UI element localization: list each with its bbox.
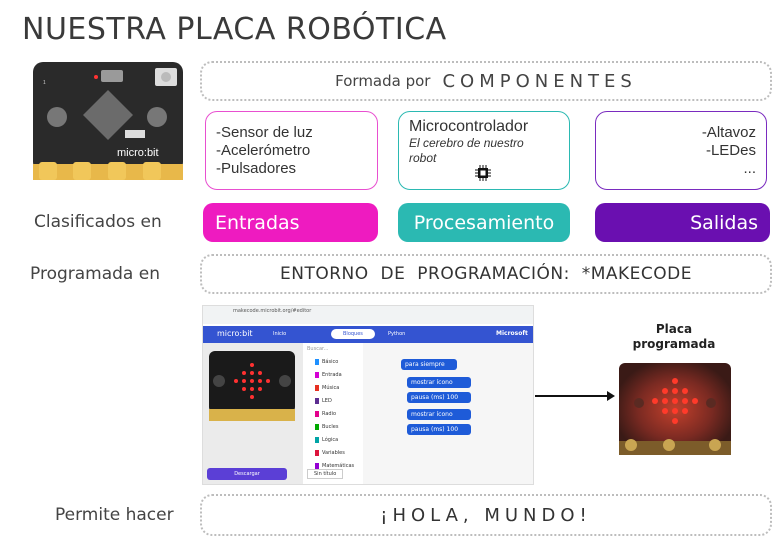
processing-title: Microcontrolador (409, 118, 529, 135)
category-loops[interactable]: Bucles (315, 424, 338, 430)
workspace: para siempre mostrar ícono pausa (ms) 10… (307, 343, 533, 484)
inputs-line: -Pulsadores (216, 160, 297, 177)
processing-subtitle: El cerebro de nuestro robot (409, 136, 524, 165)
outputs-line: -Altavoz (701, 124, 756, 141)
page-title: NUESTRA PLACA ROBÓTICA (22, 12, 447, 47)
outputs-line: ... (743, 160, 756, 177)
processing-box: Microcontrolador El cerebro de nuestro r… (398, 111, 570, 190)
block-forever[interactable]: para siempre (401, 359, 457, 370)
components-row: Formada por COMPONENTES (200, 61, 772, 101)
arrow-icon (535, 388, 615, 402)
svg-text:1: 1 (43, 80, 46, 86)
permit-label: Permite hacer (55, 505, 174, 525)
makecode-screenshot: makecode.microbit.org/#editor micro:bit … (202, 305, 534, 485)
outputs-pill: Salidas (595, 203, 770, 242)
category-variables[interactable]: Variables (315, 450, 345, 456)
permit-text: ¡HOLA, MUNDO! (380, 504, 592, 526)
programmed-board-label: Placa programada (632, 322, 716, 351)
chip-icon (474, 164, 492, 182)
block-show-icon[interactable]: mostrar ícono (407, 409, 471, 420)
outputs-line: -LEDes (705, 142, 756, 159)
programmed-board-image (619, 363, 731, 455)
inputs-line: -Sensor de luz (216, 124, 313, 141)
inputs-pill: Entradas (203, 203, 378, 242)
outputs-pill-label: Salidas (690, 211, 758, 234)
svg-text:micro:bit: micro:bit (117, 147, 159, 159)
simulator-board-icon (209, 351, 295, 421)
block-pause[interactable]: pausa (ms) 100 (407, 392, 471, 403)
project-name-field[interactable]: Sin título (307, 469, 344, 479)
simulator-panel: Descargar (203, 343, 303, 484)
toolbox-search[interactable]: Buscar... (307, 346, 329, 352)
toolbox: Buscar... Básico Entrada Música LED Radi… (303, 343, 364, 484)
browser-url: makecode.microbit.org/#editor (233, 308, 312, 314)
category-math[interactable]: Matemáticas (315, 463, 354, 469)
processing-pill: Procesamiento (398, 203, 570, 242)
components-word: COMPONENTES (442, 70, 637, 92)
processing-pill-label: Procesamiento (413, 211, 555, 234)
category-led[interactable]: LED (315, 398, 332, 404)
block-show-icon[interactable]: mostrar ícono (407, 377, 471, 388)
inputs-line: -Acelerómetro (216, 142, 311, 159)
programmed-box: ENTORNO DE PROGRAMACIÓN: *MAKECODE (200, 254, 772, 294)
tab-python[interactable]: Python (388, 331, 406, 337)
download-button[interactable]: Descargar (207, 468, 287, 480)
makecode-header: micro:bit Inicio Bloques Python Microsof… (203, 326, 533, 343)
makecode-logo: micro:bit (217, 329, 253, 338)
microbit-board-image: micro:bit 1 (33, 62, 183, 180)
browser-bar: makecode.microbit.org/#editor (203, 306, 533, 324)
category-logic[interactable]: Lógica (315, 437, 338, 443)
download-label: Descargar (234, 471, 260, 477)
inputs-pill-label: Entradas (215, 211, 300, 234)
category-basic[interactable]: Básico (315, 359, 338, 365)
category-input[interactable]: Entrada (315, 372, 342, 378)
outputs-box: -Altavoz -LEDes ... (595, 111, 767, 190)
classified-label: Clasificados en (34, 212, 162, 232)
inputs-box: -Sensor de luz -Acelerómetro -Pulsadores (205, 111, 378, 190)
tab-blocks[interactable]: Bloques (331, 329, 375, 339)
block-pause[interactable]: pausa (ms) 100 (407, 424, 471, 435)
category-radio[interactable]: Radio (315, 411, 336, 417)
components-prefix: Formada por (335, 72, 431, 90)
programmed-text: ENTORNO DE PROGRAMACIÓN: *MAKECODE (279, 264, 693, 284)
tab-home[interactable]: Inicio (273, 331, 287, 337)
programmed-label: Programada en (30, 264, 160, 284)
permit-box: ¡HOLA, MUNDO! (200, 494, 772, 536)
microsoft-brand: Microsoft (496, 330, 528, 337)
category-music[interactable]: Música (315, 385, 339, 391)
